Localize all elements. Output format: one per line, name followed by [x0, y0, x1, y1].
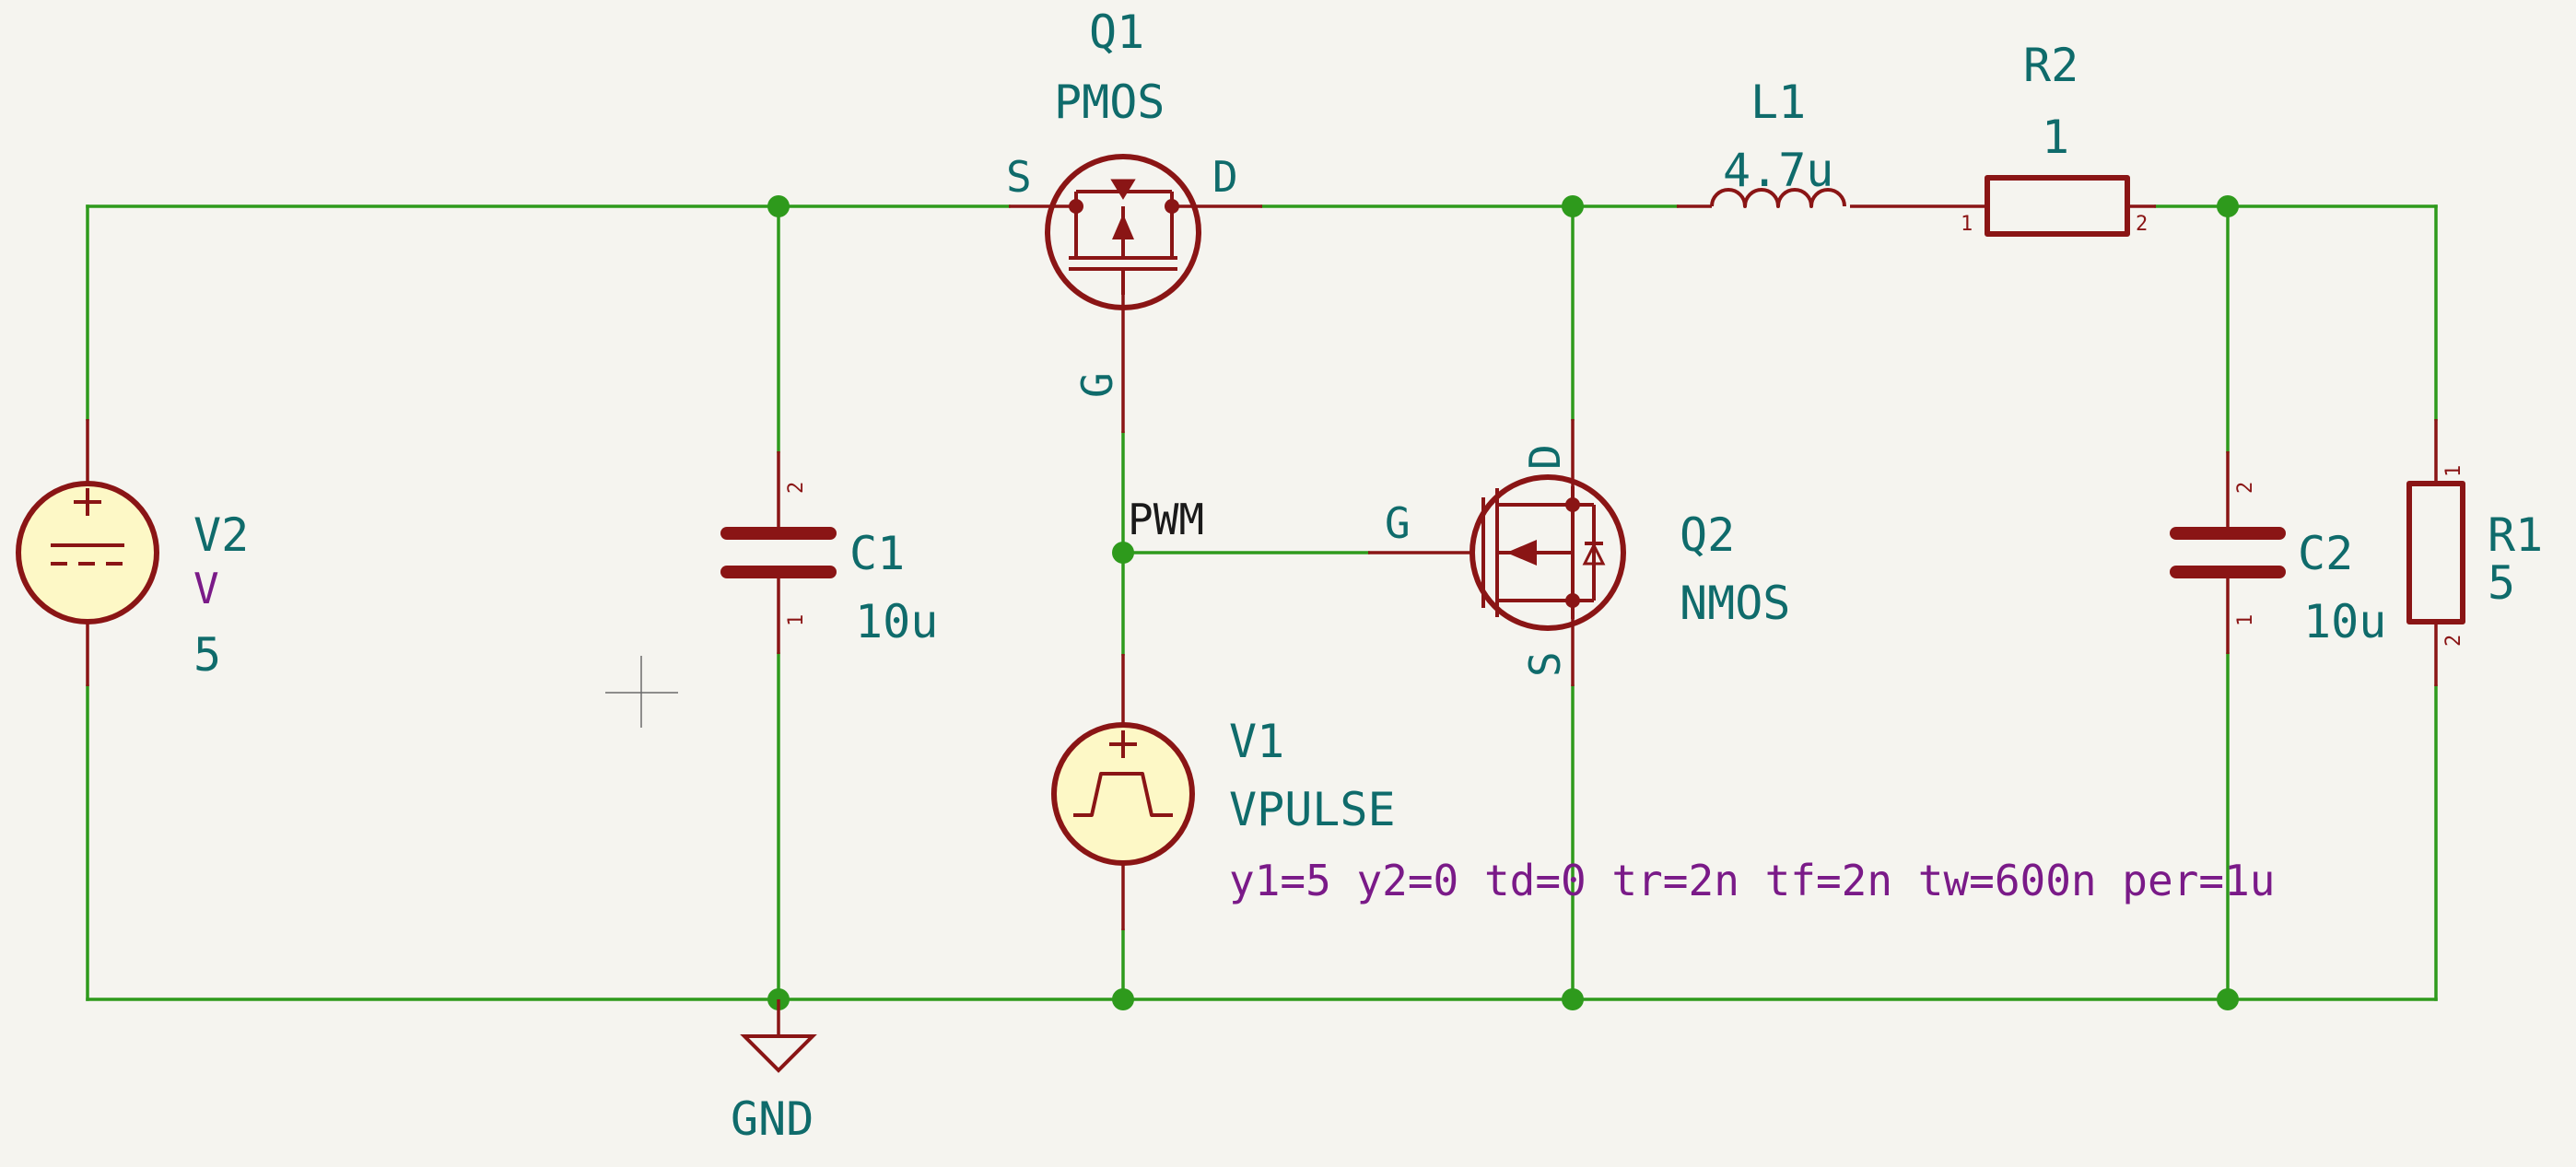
capacitor-plate-icon [720, 527, 837, 540]
r1-pin-num-bottom: 2 [2442, 635, 2465, 647]
q2-pin-label-g: G [1385, 498, 1411, 548]
r1-value: 5 [2488, 556, 2515, 610]
v2-param: 5 [193, 628, 221, 682]
q1-pin-label-g: G [1072, 372, 1122, 398]
junctions [767, 195, 2239, 1010]
q2-pin-label-s: S [1520, 651, 1570, 677]
r2-resistor[interactable]: 1 2 R2 1 [1879, 39, 2156, 237]
q2-pin-label-d: D [1520, 444, 1570, 470]
crosshair-cursor-icon [605, 656, 678, 728]
net-label-pwm[interactable]: PWM [1128, 495, 1204, 544]
q2-ref: Q2 [1680, 508, 1735, 562]
r1-resistor[interactable]: 1 2 R1 5 [2406, 419, 2543, 686]
q1-pmos[interactable]: Q1 PMOS S D G [1006, 6, 1262, 433]
junction-dot [1112, 542, 1134, 564]
c2-pin-num-top: 2 [2234, 482, 2257, 494]
l1-ref: L1 [1751, 76, 1806, 129]
dc-source-icon [16, 481, 159, 624]
l1-value: 4.7u [1723, 144, 1833, 197]
q1-pin-label-s: S [1006, 152, 1032, 202]
pulse-source-icon [1051, 722, 1195, 866]
junction-dot [1562, 195, 1584, 217]
c1-value: 10u [855, 595, 938, 648]
inductor-coil-icon [1710, 188, 1846, 208]
transistor-body-icon [1045, 154, 1201, 310]
r2-ref: R2 [2023, 39, 2078, 92]
c1-capacitor[interactable]: 2 1 C1 10u [720, 451, 938, 654]
resistor-body-icon [2406, 481, 2465, 624]
gnd-symbol[interactable]: GND [731, 999, 817, 1146]
ground-icon [740, 1034, 817, 1073]
q1-ref: Q1 [1089, 6, 1144, 59]
q1-value: PMOS [1054, 76, 1165, 129]
r1-ref: R1 [2488, 508, 2543, 562]
c1-pin-num-top: 2 [785, 482, 808, 494]
q2-nmos[interactable]: Q2 NMOS G D S [1368, 419, 1790, 686]
junction-dot [1562, 988, 1584, 1010]
q1-pin-label-d: D [1212, 152, 1238, 202]
capacitor-plate-icon [2170, 566, 2286, 578]
pulse-wave-icon [1073, 772, 1173, 817]
plus-icon [74, 488, 101, 516]
r1-pin-num-top: 1 [2442, 465, 2465, 477]
c2-capacitor[interactable]: 2 1 C2 10u [2170, 451, 2386, 654]
v2-dc-source[interactable]: V2 V 5 [16, 419, 249, 686]
resistor-body-icon [1985, 175, 2130, 237]
v1-pulse-source[interactable]: V1 VPULSE y1=5 y2=0 td=0 tr=2n tf=2n tw=… [1051, 654, 2275, 930]
c1-ref: C1 [849, 527, 905, 580]
nmos-internals-icon [1481, 486, 1606, 619]
c2-pin-num-bottom: 1 [2234, 614, 2257, 626]
junction-dot [2217, 988, 2239, 1010]
v2-value: V [193, 564, 219, 613]
pmos-internals-icon [1069, 179, 1179, 295]
gnd-label: GND [731, 1092, 814, 1146]
junction-dot [1112, 988, 1134, 1010]
v2-ref: V2 [193, 508, 249, 562]
v1-value: VPULSE [1229, 783, 1396, 836]
v1-sim-params: y1=5 y2=0 td=0 tr=2n tf=2n tw=600n per=1… [1229, 856, 2275, 905]
transistor-body-icon [1469, 474, 1626, 631]
c1-pin-num-bottom: 1 [785, 614, 808, 626]
capacitor-plate-icon [2170, 527, 2286, 540]
junction-dot [2217, 195, 2239, 217]
r2-pin-num-right: 2 [2136, 213, 2148, 236]
v1-ref: V1 [1229, 715, 1284, 768]
c2-ref: C2 [2298, 527, 2353, 580]
junction-dot [767, 195, 790, 217]
plus-icon [1109, 730, 1137, 758]
l1-inductor[interactable]: L1 4.7u [1677, 76, 1879, 208]
capacitor-plate-icon [720, 566, 837, 578]
r2-pin-num-left: 1 [1961, 213, 1973, 236]
c2-value: 10u [2303, 595, 2386, 648]
r2-value: 1 [2042, 111, 2069, 164]
q2-value: NMOS [1680, 577, 1790, 630]
